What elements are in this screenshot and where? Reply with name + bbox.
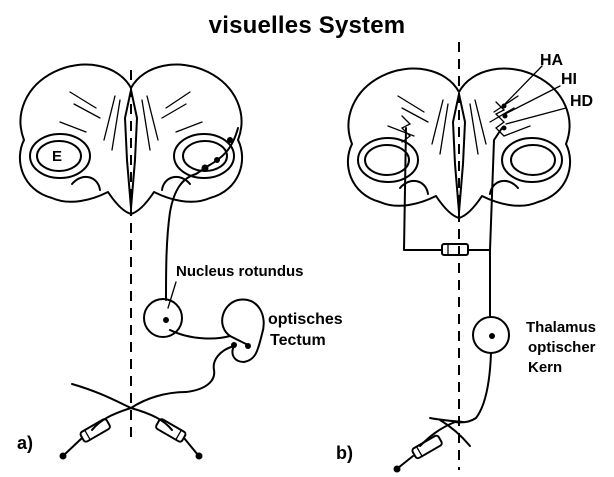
thalamus-label-line3: Kern: [528, 360, 562, 375]
panel-a-node-3: [202, 165, 209, 172]
panel-b-right-eye-lobe: [490, 181, 518, 194]
panel-a-right-stalk: [184, 438, 198, 455]
panel-a-tectum-node-2: [245, 343, 251, 349]
panel-a-left-eye-lobe: [72, 177, 100, 190]
eye-label: E: [52, 149, 62, 164]
thalamus-label-line1: Thalamus: [526, 320, 596, 335]
panel-b-thalamus-dot: [489, 333, 495, 339]
panel-b-end: [394, 466, 401, 473]
nucleus-rotundus-label: Nucleus rotundus: [176, 264, 304, 279]
panel-a-left-end: [60, 453, 67, 460]
panel-a-right-end: [196, 453, 203, 460]
panel-a-rotundus-dot: [163, 317, 169, 323]
panel-b-lower-pathway: [455, 353, 491, 422]
area-label-ha: HA: [540, 53, 563, 69]
panel-a-left-stalk: [64, 438, 82, 455]
panel-a-right-receptor: [155, 418, 186, 443]
panel-b-commissure: [442, 244, 468, 255]
panel-a-nucleus-rotundus: [144, 299, 182, 337]
panel-b-left-tract: [404, 128, 442, 250]
panel-b-label: b): [336, 444, 353, 462]
optic-tectum-label-line1: optisches: [268, 312, 343, 328]
panel-b-left-eye-inner: [365, 145, 409, 175]
panel-a-left-receptor: [80, 418, 111, 443]
optic-tectum-label-line2: Tectum: [270, 333, 326, 349]
panel-a-node-2: [214, 157, 220, 163]
panel-b-chiasm: [420, 418, 470, 446]
panel-b-right-tract: [468, 128, 502, 250]
panel-b-drawing: [348, 42, 570, 473]
area-label-hi: HI: [561, 72, 577, 88]
panel-a-node-1: [227, 137, 233, 143]
panel-a-label: a): [17, 434, 33, 452]
thalamus-label-line2: optischer: [528, 340, 596, 355]
area-label-hd: HD: [570, 94, 593, 110]
panel-a-tectum-node-1: [231, 342, 237, 348]
panel-b-right-eye-inner: [511, 145, 555, 175]
panel-b-area-dot-2: [503, 114, 508, 119]
panel-b-stalk: [398, 456, 413, 468]
panel-b-area-dot-1: [502, 104, 507, 109]
